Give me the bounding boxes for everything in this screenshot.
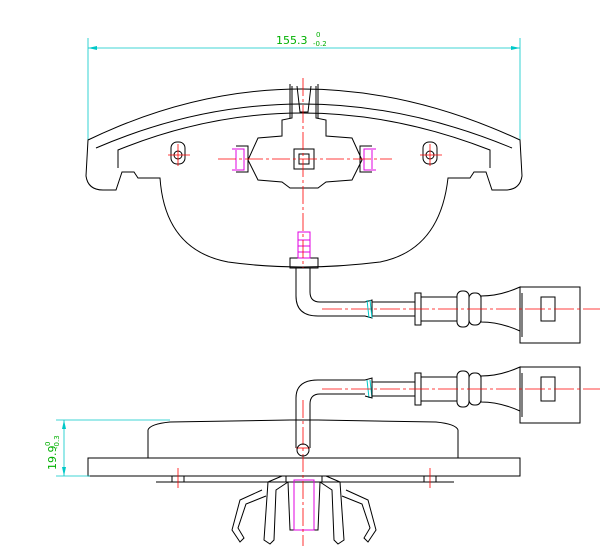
side-view-spring-pin (293, 479, 315, 531)
magenta-pins (232, 148, 376, 171)
top-view-clip-spring (236, 85, 372, 189)
width-dim-lower-tol: -0.2 (313, 40, 327, 48)
side-view-friction-material (87, 419, 521, 483)
side-view-wear-sensor (295, 366, 581, 448)
thickness-dim-nominal: 19.9 (46, 446, 59, 471)
width-dim-upper-tol: 0 (316, 31, 320, 39)
wire-break-marks (366, 299, 373, 399)
guide-holes (170, 141, 438, 165)
top-view-backing-plate (85, 84, 523, 268)
width-dim-nominal: 155.3 (276, 34, 308, 47)
top-view-wear-sensor (289, 257, 581, 344)
thickness-dim-upper-tol: 0 (44, 442, 52, 446)
side-view-centerlines (177, 388, 600, 546)
thickness-dim-lower-tol: -0.3 (53, 435, 61, 449)
top-view-sensor-pin (297, 231, 311, 259)
side-view-sensor-end (296, 443, 310, 457)
top-view-centerlines (168, 78, 600, 310)
thickness-dimension: 19.9 0 -0.3 (44, 419, 170, 477)
width-dimension: 155.3 0 -0.2 (87, 31, 521, 140)
side-view-clip-spring (231, 475, 377, 545)
